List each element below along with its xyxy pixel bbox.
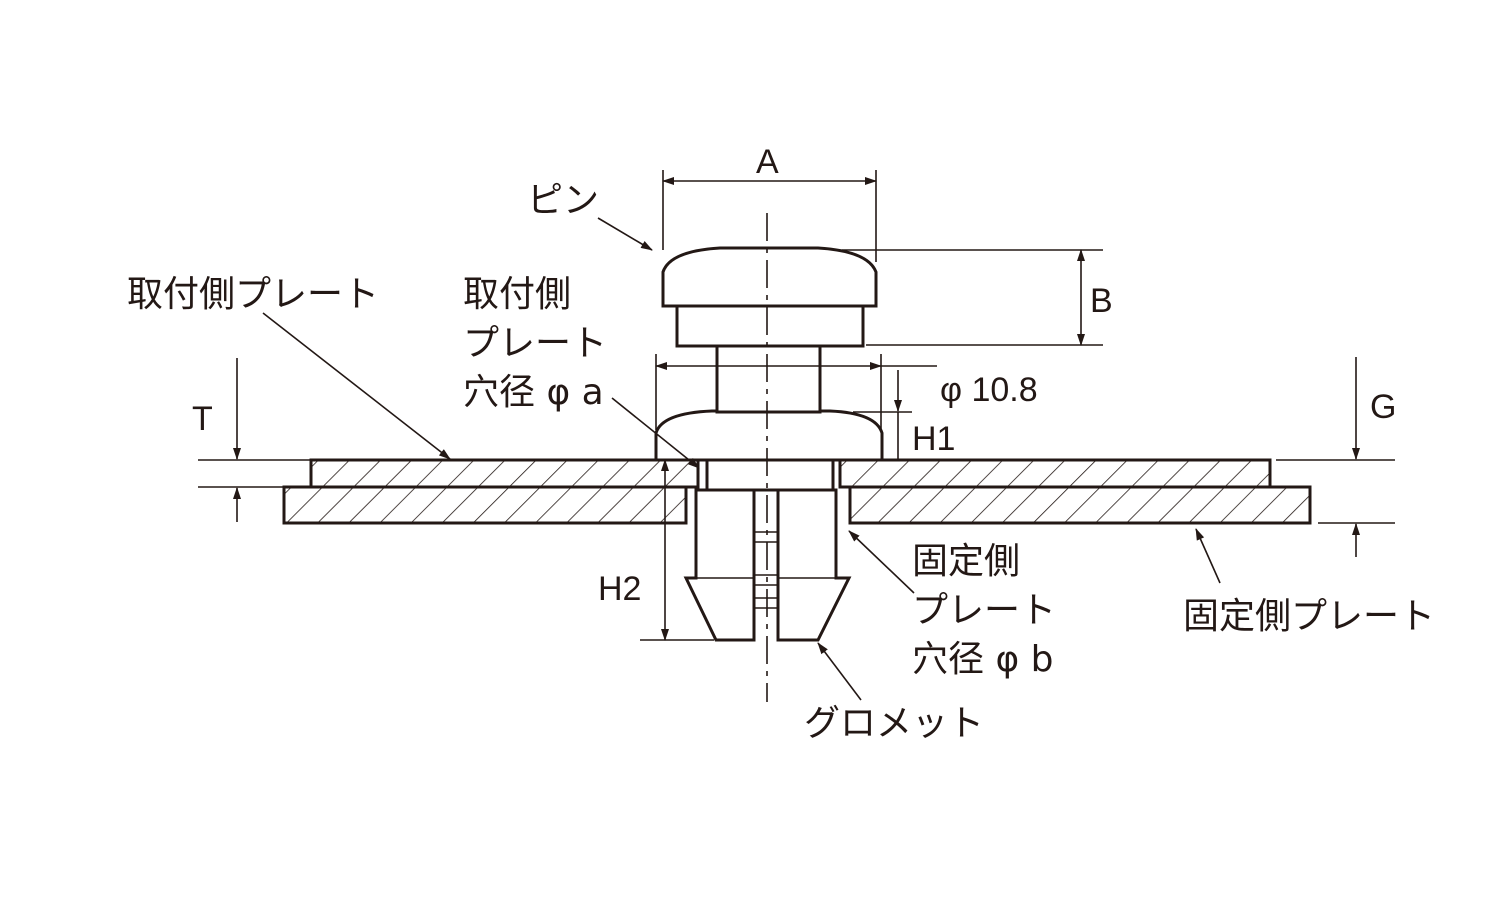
dimension-h2: [640, 459, 714, 641]
label-grommet: グロメット: [804, 703, 984, 744]
dimension-g: [1276, 357, 1395, 557]
label-fixed-hole-line3: 穴径 φ b: [912, 639, 1054, 680]
dim-label-phi: φ 10.8: [940, 371, 1038, 409]
leader-pin: [597, 217, 653, 251]
leader-fixed-plate: [1195, 528, 1221, 584]
dimension-h1: [853, 370, 912, 460]
dim-label-h1: H1: [912, 420, 955, 458]
fixed-side-plate: [282, 485, 1312, 525]
grommet-collar: [705, 458, 835, 492]
label-pin: ピン: [527, 180, 599, 221]
label-fixed-hole-line2: プレート: [912, 590, 1056, 631]
dim-label-g: G: [1370, 388, 1396, 426]
pin-body: [661, 246, 878, 414]
label-mount-hole-line3: 穴径 φ a: [463, 372, 604, 413]
dimension-t: [198, 358, 311, 522]
label-fixed-hole-line1: 固定側: [912, 541, 1020, 582]
dimension-a: [662, 170, 877, 262]
label-fixed-plate: 固定側プレート: [1183, 596, 1435, 637]
leader-grommet: [817, 642, 862, 701]
leader-mount-plate: [262, 312, 451, 460]
dim-label-b: B: [1090, 282, 1113, 320]
dim-label-t: T: [192, 400, 213, 438]
dim-label-a: A: [756, 143, 779, 181]
grommet-flange: [654, 409, 884, 462]
dimension-b: [842, 249, 1103, 346]
leader-fixed-hole: [848, 530, 915, 594]
grommet-body: [683, 488, 852, 642]
label-mount-plate: 取付側プレート: [127, 274, 379, 315]
label-mount-hole-line2: プレート: [463, 323, 607, 364]
leader-mount-hole: [611, 397, 700, 469]
dim-label-h2: H2: [598, 570, 641, 608]
dimension-phi: [655, 354, 937, 430]
mount-side-plate: [309, 458, 1272, 489]
label-mount-hole-line1: 取付側: [463, 274, 571, 315]
